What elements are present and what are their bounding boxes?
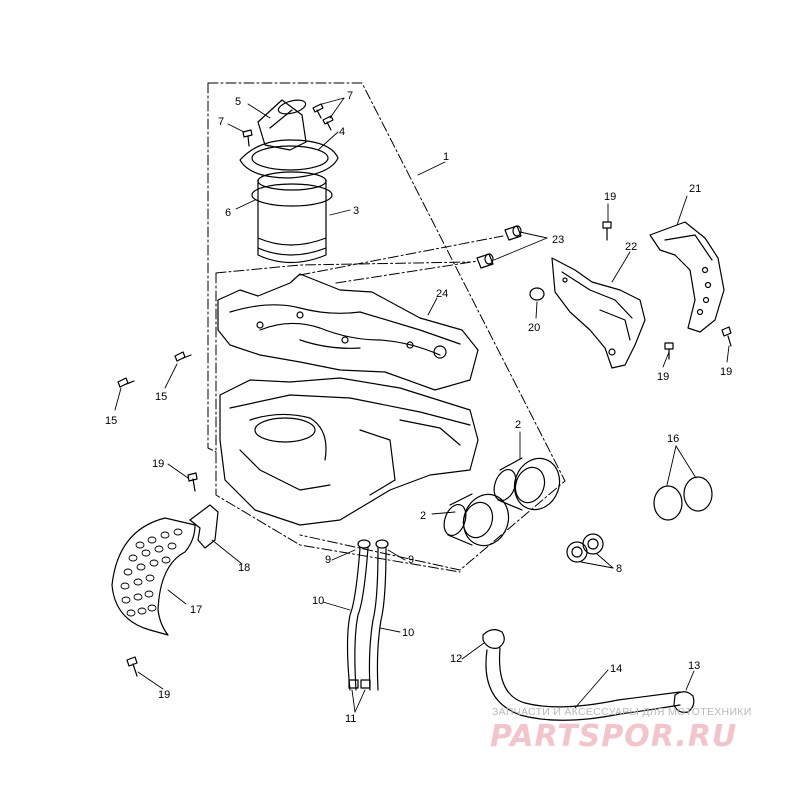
intake-boot-upper [493,457,561,511]
callout-14: 14 [610,663,622,675]
hose-clamp-13 [673,691,695,713]
callout-20: 20 [528,322,540,334]
grommets [476,225,522,269]
callout-21: 21 [689,183,701,195]
callout-5: 5 [235,96,241,108]
callout-19: 19 [158,689,170,701]
callout-19: 19 [152,458,164,470]
callout-2: 2 [515,419,521,431]
callout-19: 19 [720,366,732,378]
callout-17: 17 [190,604,202,616]
breather-hose [485,647,681,721]
callout-1: 1 [443,151,449,163]
assembly-outline-upper [207,82,566,571]
callout-9: 9 [325,554,331,566]
watermark-caption: ЗАПЧАСТИ И АКСЕССУАРЫ ДЛЯ МОТОТЕХНИКИ [492,706,752,718]
hose-clamp-12 [482,629,505,649]
airbox-base [219,377,479,526]
hose-clips [566,533,604,563]
bolts-15 [117,351,192,388]
washer [529,287,545,301]
callout-7: 7 [347,90,353,102]
callout-13: 13 [688,660,700,672]
o-rings-16 [653,476,713,521]
callout-15: 15 [155,391,167,403]
airbox-lid [217,273,479,391]
callout-7: 7 [218,116,224,128]
callout-9: 9 [408,554,414,566]
mounting-bracket [189,504,219,549]
callout-11: 11 [345,713,356,725]
callout-22: 22 [625,241,637,253]
o-ring [251,183,333,207]
callout-4: 4 [339,126,345,138]
callout-labels: 1 2 2 3 4 5 6 7 7 8 9 9 10 10 11 12 13 1… [105,90,732,725]
callout-23: 23 [552,234,564,246]
screws-top [242,103,334,147]
callout-19: 19 [657,371,669,383]
intake-elbow [257,99,307,151]
callout-6: 6 [225,207,231,219]
watermark-logo: PARTSPOR.RU [490,719,738,754]
callout-8: 8 [616,563,622,575]
assembly-outline-lower [215,261,471,573]
callout-12: 12 [450,653,462,665]
side-cover [649,221,725,333]
intake-boot-lower [443,493,510,547]
bolts-19 [126,221,732,677]
callout-19: 19 [604,191,616,203]
callout-15: 15 [105,415,117,427]
callout-24: 24 [436,288,448,300]
filter-sleeve [257,171,327,264]
guide-line-23 [299,235,504,284]
callout-2: 2 [420,510,426,522]
callout-18: 18 [238,562,250,574]
drain-tubes [346,539,389,691]
mesh-guard [111,517,196,636]
callout-16: 16 [667,433,679,445]
side-bracket [551,257,646,369]
snorkel-flange [239,139,339,179]
leader-lines [114,97,730,713]
callout-10: 10 [402,627,414,639]
callout-10: 10 [312,595,324,607]
callout-3: 3 [353,205,359,217]
